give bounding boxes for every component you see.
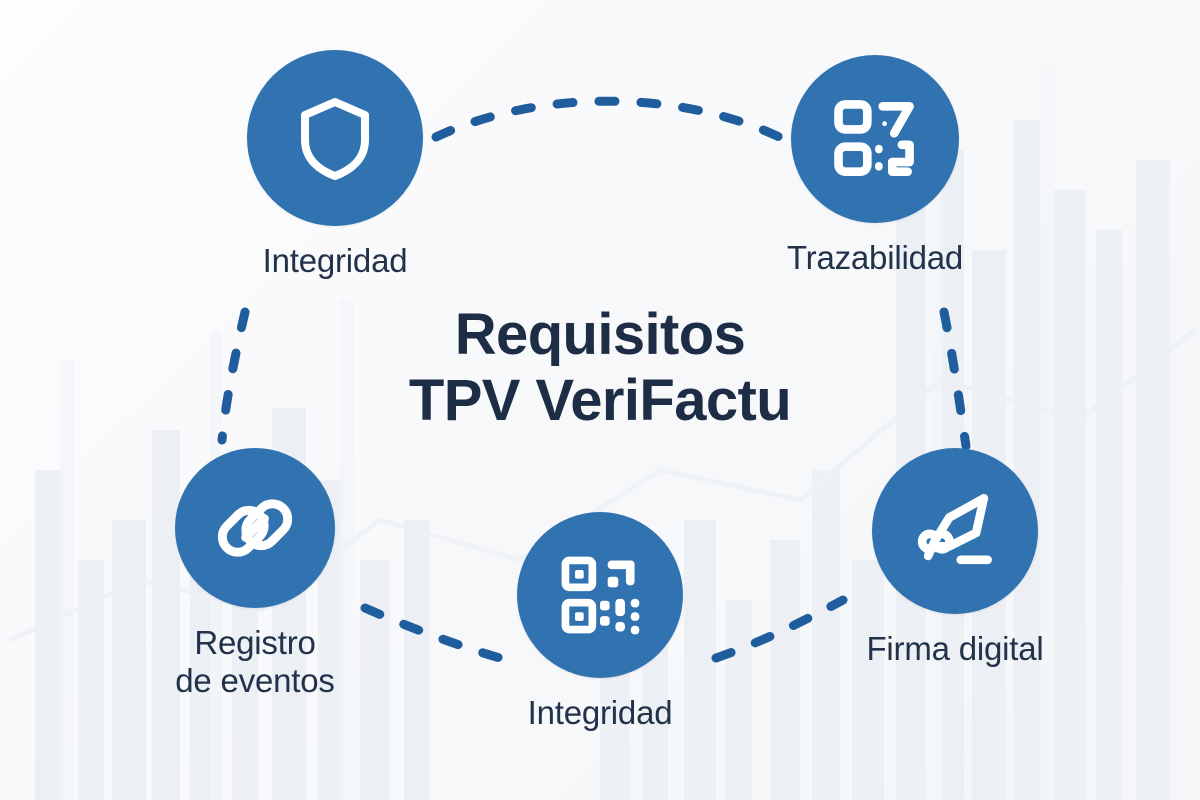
node-firma-digital[interactable]: Firma digital (760, 448, 1150, 668)
chain-link-icon (217, 499, 293, 557)
integridad-shield-label: Integridad (262, 242, 408, 279)
node-integridad-shield[interactable]: Integridad (135, 50, 535, 280)
node-registro-eventos[interactable]: Registro de eventos (60, 448, 450, 701)
trazabilidad-label: Trazabilidad (786, 239, 964, 276)
integridad-qr-circle[interactable] (517, 512, 683, 678)
registro-eventos-label: Registro de eventos (175, 624, 335, 700)
registro-eventos-circle[interactable] (175, 448, 335, 608)
shield-icon (301, 98, 369, 180)
integridad-shield-circle[interactable] (247, 50, 423, 226)
integridad-qr-label: Integridad (527, 694, 673, 731)
pen-nib-signature-icon (917, 494, 992, 565)
trazabilidad-circle[interactable] (791, 55, 959, 223)
firma-digital-circle[interactable] (872, 448, 1038, 614)
page-title: Requisitos TPV VeriFactu (408, 302, 792, 434)
qr-traceability-icon (834, 100, 914, 176)
firma-digital-label: Firma digital (866, 630, 1044, 667)
qr-code-icon (561, 556, 640, 635)
node-integridad-qr[interactable]: Integridad (400, 512, 800, 732)
node-trazabilidad[interactable]: Trazabilidad (670, 55, 1080, 277)
